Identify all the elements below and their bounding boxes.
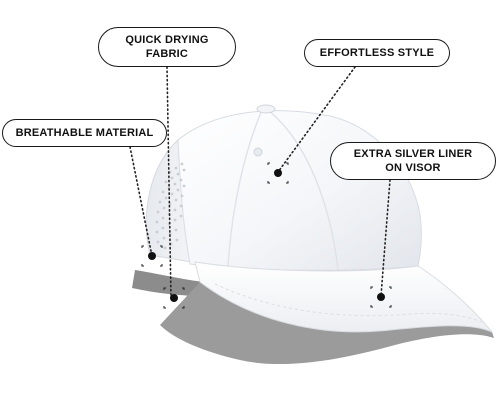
marker-silver-liner [370, 286, 392, 308]
callout-text: ON VISOR [385, 162, 441, 174]
visor-trim [160, 282, 494, 365]
eyelet [253, 147, 263, 157]
visor-stitching [214, 283, 483, 323]
leader-lines [129, 66, 391, 299]
callout-text: EXTRA SILVER LINER [353, 148, 473, 160]
callout-effortless-style: EFFORTLESS STYLE [304, 39, 450, 67]
cap-button [256, 104, 276, 114]
callout-breathable-material: BREATHABLE MATERIAL [2, 119, 167, 147]
visor-top [194, 261, 493, 333]
marker-breathable [141, 245, 163, 267]
reflective-band [132, 270, 205, 296]
perforations [155, 162, 186, 250]
leader-breathable [129, 146, 153, 257]
cap-seam-right [267, 109, 339, 271]
leader-effortless-style [277, 66, 356, 173]
callout-text: FABRIC [145, 48, 189, 60]
marker-effortless-style [267, 162, 289, 184]
marker-quick-drying [163, 287, 185, 309]
callout-text: BREATHABLE MATERIAL [15, 127, 154, 139]
callout-quick-drying-fabric: QUICK DRYING FABRIC [98, 27, 236, 67]
callout-text: QUICK DRYING [125, 34, 209, 46]
leader-silver-liner [380, 179, 391, 297]
cap-seam-left [227, 109, 263, 267]
callout-text: EFFORTLESS STYLE [319, 47, 435, 59]
leader-quick-drying [166, 66, 172, 299]
callout-extra-silver-liner: EXTRA SILVER LINER ON VISOR [330, 142, 496, 180]
